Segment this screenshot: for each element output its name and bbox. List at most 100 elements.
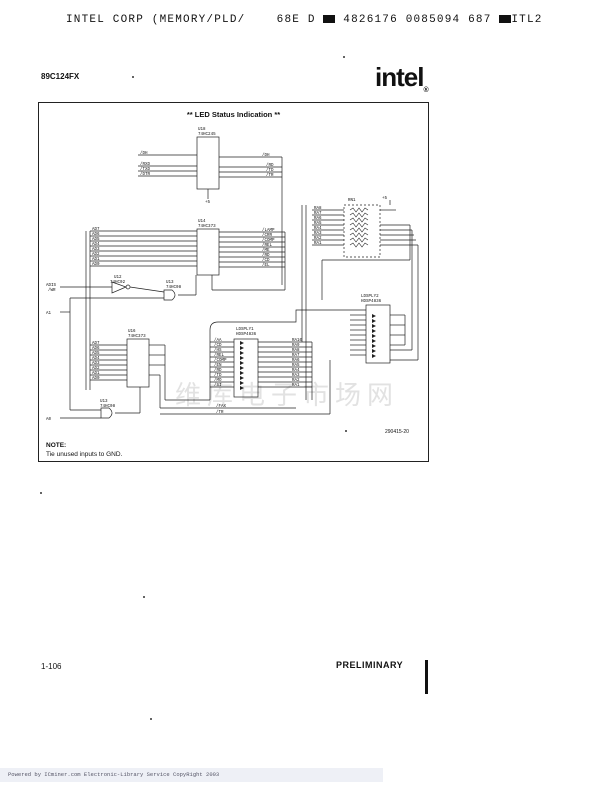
d1-right-label: RA10 [292, 339, 303, 343]
ldsply1-type: HDSP4836 [236, 333, 257, 337]
rn-label: RA4 [314, 227, 322, 231]
u18-type: 74HC245 [198, 133, 216, 137]
u13b-type: 74HC08 [100, 405, 116, 409]
rn-label: RA1 [314, 242, 322, 246]
d1-label: /AA [214, 338, 222, 343]
u14-out-5: /RD [262, 253, 270, 258]
bus-label-u16: AD1 [92, 372, 100, 376]
d1-label: /REL [214, 353, 225, 358]
u12-type: 74HC02 [110, 281, 126, 285]
figure-number: 290415-20 [385, 429, 409, 435]
part-number: 89C124FX [41, 72, 80, 81]
revision-bar [425, 660, 428, 694]
d1-right-label: RA1 [292, 384, 300, 388]
bus-label-u16: AD6 [92, 347, 100, 351]
u18-ref: U18 [198, 128, 206, 132]
ldsply1-ref: LDSPLY1 [236, 328, 254, 332]
u16-type: 74HC373 [128, 335, 146, 339]
footer-banner: Powered by ICminer.com Electronic-Librar… [0, 768, 383, 782]
header-title: INTEL CORP (MEMORY/PLD/ [66, 14, 246, 26]
bus-label: AD3 [92, 248, 100, 252]
header-tag: ITL2 [511, 14, 543, 26]
d1-label: /HS [214, 348, 222, 353]
rn-label: RA3 [314, 232, 322, 236]
sig-txd: /TXD [140, 167, 151, 172]
d1-right-label: RA9 [292, 344, 300, 348]
tr-label: /TR [216, 410, 224, 415]
scan-speck [150, 718, 152, 720]
rn-label: RA5 [314, 222, 322, 226]
note-heading: NOTE: [46, 442, 67, 449]
d1-label: /COMP [214, 358, 227, 363]
note-text: Tie unused inputs to GND. [46, 451, 123, 458]
scan-header: INTEL CORP (MEMORY/PLD/ 68E D 4826176 00… [66, 14, 543, 26]
scan-speck [132, 76, 134, 78]
d1-label: /SI [214, 383, 222, 388]
scan-speck [40, 492, 42, 494]
u14-out-1: /CRR [262, 233, 273, 238]
sig-dh: /DH [140, 151, 148, 156]
u16-ref: U16 [128, 330, 136, 334]
u14-out-2: /COMP [262, 238, 275, 243]
logo-text: intel [375, 62, 424, 92]
figure-frame [38, 102, 429, 462]
ldsply2-type: HDSP4836 [361, 300, 382, 304]
fax-label: /FAX [216, 404, 227, 409]
vcc-label-u18: +5 [205, 201, 211, 205]
watermark: 维库电子市场网 [175, 381, 400, 411]
bus-label: AD5 [92, 238, 100, 242]
u14-out-3: /REL [262, 243, 273, 248]
d1-label: /MO [214, 378, 222, 383]
header-block [323, 15, 336, 24]
sig-a0: A0 [46, 418, 52, 422]
preliminary-mark: PRELIMINARY [336, 660, 404, 670]
intel-logo: intel® [375, 62, 429, 95]
d1-right-label: RA3 [292, 374, 300, 378]
d1-right-label: RA4 [292, 369, 300, 373]
bus-label-u16: AD5 [92, 352, 100, 356]
sig-dtr: /DTR [140, 172, 151, 177]
u18-out-2: /TD [266, 168, 274, 173]
u13-type: 74HC08 [166, 286, 182, 290]
bus-label: AD1 [92, 258, 100, 262]
rn-label: RA8 [314, 207, 322, 211]
figure-title: ** LED Status Indication ** [186, 110, 281, 119]
u14-out-6: /CD [262, 258, 270, 263]
u13b-ref: U13 [100, 400, 108, 404]
header-block [499, 15, 512, 24]
header-code: 68E D [276, 14, 316, 26]
bus-label: AD6 [92, 233, 100, 237]
d1-right-label: RA8 [292, 349, 300, 353]
bus-label-u16: AD0 [92, 377, 100, 381]
scan-speck [343, 56, 345, 58]
u18-out-1: /RD [266, 163, 274, 168]
scan-speck [345, 430, 347, 432]
rn1-ref: RN1 [348, 199, 356, 203]
vcc-label: +5 [382, 197, 388, 201]
rn-label: RA7 [314, 212, 322, 216]
bus-label-u16: AD7 [92, 342, 100, 346]
u14-out-4: /ME [262, 248, 270, 253]
figure-note: NOTE: Tie unused inputs to GND. [46, 441, 122, 459]
sig-wr: /WR [48, 288, 56, 293]
bus-label-u16: AD4 [92, 357, 100, 361]
footer-text: Powered by ICminer.com Electronic-Librar… [8, 771, 220, 778]
d1-right-label: RA5 [292, 364, 300, 368]
d1-right-label: RA6 [292, 359, 300, 363]
u12-ref: U12 [114, 276, 122, 280]
d1-label: /CD [214, 343, 222, 348]
u14-out-7: /EL [262, 263, 270, 268]
u18-out-0: /DH [262, 153, 270, 158]
scan-speck [143, 596, 145, 598]
bus-label: AD7 [92, 228, 100, 232]
bus-label-u16: AD3 [92, 362, 100, 366]
rn-label: RA2 [314, 237, 322, 241]
bus-label: AD4 [92, 243, 100, 247]
bus-label: AD2 [92, 253, 100, 257]
header-numbers: 4826176 0085094 687 [343, 14, 492, 26]
d1-label: /EN [214, 363, 222, 368]
footer-bottom-edge [383, 768, 599, 782]
sig-rxd: /RXD [140, 162, 151, 167]
rn-label: RA6 [314, 217, 322, 221]
